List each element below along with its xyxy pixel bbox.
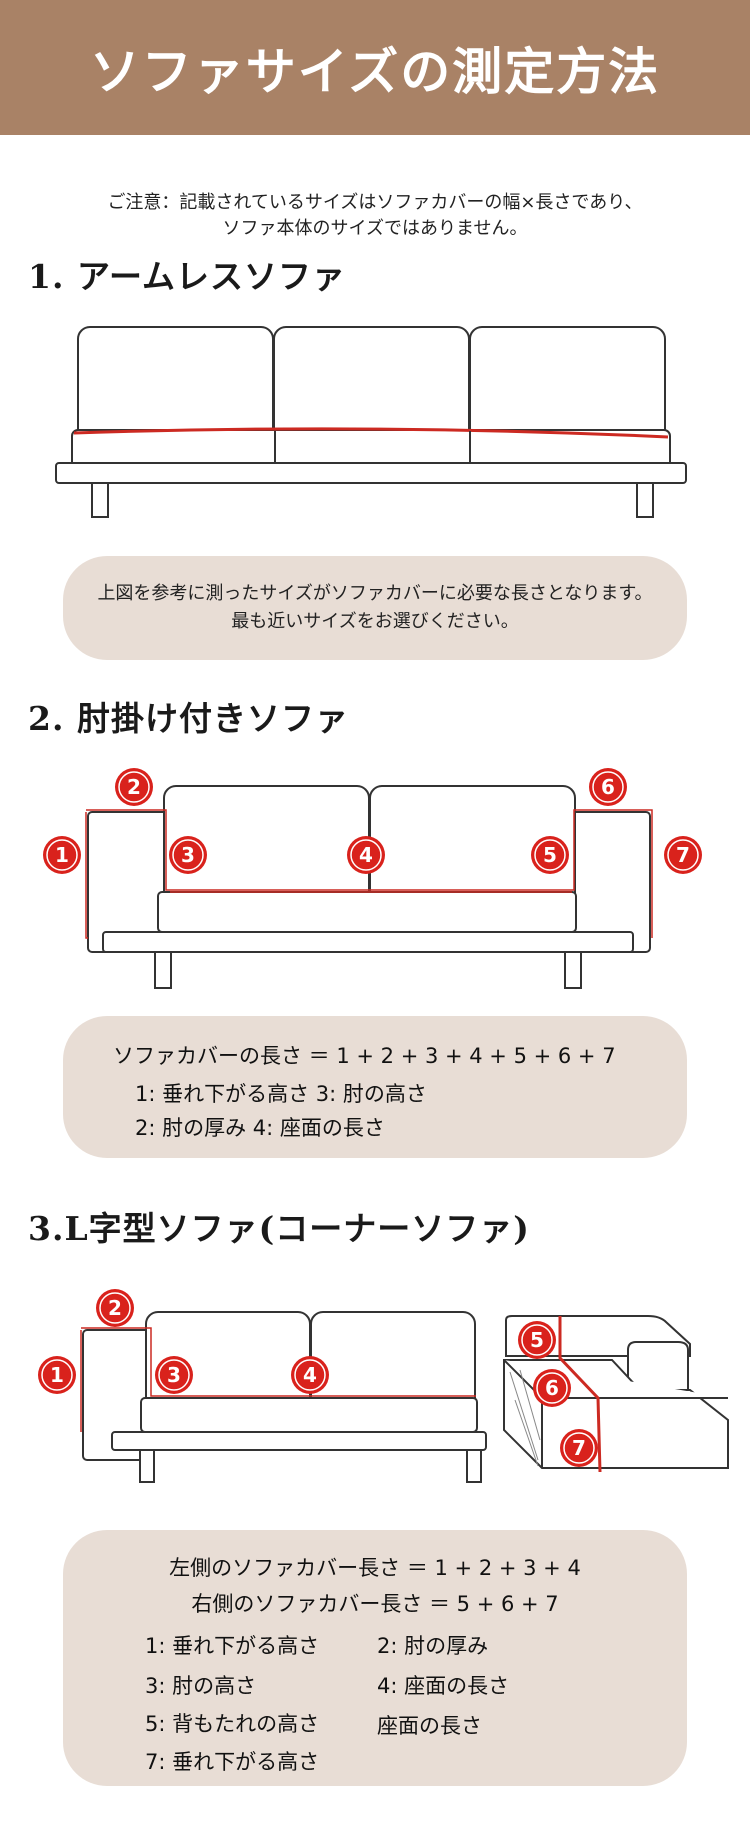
- marker-4-label: 4: [359, 843, 373, 867]
- legend-item: 3: 肘の高さ: [145, 1674, 257, 1698]
- notice-text: ご注意：記載されているサイズはソファカバーの幅×長さであり、 ソファ本体のサイズ…: [0, 190, 750, 242]
- marker-3: 3: [169, 836, 207, 874]
- marker-6-label: 6: [601, 775, 615, 799]
- l-marker-5: 5: [518, 1321, 556, 1359]
- measure-line: [73, 427, 669, 439]
- section1-info-line-1: 上図を参考に測ったサイズがソファカバーに必要な長さとなります。: [97, 583, 653, 604]
- legend-item: 座面の長さ: [377, 1714, 482, 1738]
- page-title: ソファサイズの測定方法: [89, 41, 661, 101]
- measure-markers: 1 2 3 4 5 6 7: [43, 768, 702, 874]
- legend-item: 2: 肘の厚み: [377, 1634, 489, 1658]
- section2-formula: ソファカバーの長さ ＝ 1 + 2 + 3 + 4 + 5 + 6 + 7: [113, 1044, 616, 1068]
- marker-5: 5: [531, 836, 569, 874]
- marker-2-label: 2: [127, 775, 141, 799]
- marker-1-label: 1: [55, 843, 69, 867]
- marker-7: 7: [664, 836, 702, 874]
- arm-sofa-diagram: 1 2 3 4 5 6 7: [43, 768, 702, 989]
- l-marker-6: 6: [533, 1369, 571, 1407]
- marker-3-label: 3: [181, 843, 195, 867]
- legend-item: 1: 垂れ下がる高さ: [145, 1634, 320, 1658]
- l-marker-4: 4: [291, 1356, 329, 1394]
- section3-formula-right: 右側のソファカバー長さ ＝ 5 + 6 + 7: [191, 1592, 559, 1616]
- l-marker-7: 7: [560, 1429, 598, 1467]
- notice-line-1: ご注意：記載されているサイズはソファカバーの幅×長さであり、: [107, 192, 643, 213]
- section3-info-box: 左側のソファカバー長さ ＝ 1 + 2 + 3 + 4 右側のソファカバー長さ …: [63, 1530, 687, 1786]
- section2-legend-row-2: 2: 肘の厚み 4: 座面の長さ: [135, 1116, 385, 1140]
- marker-2: 2: [115, 768, 153, 806]
- l-markers: 1 2 3 4 5 6 7: [38, 1289, 598, 1467]
- marker-7-label: 7: [676, 843, 690, 867]
- section3-formula-left: 左側のソファカバー長さ ＝ 1 + 2 + 3 + 4: [169, 1556, 581, 1580]
- legend-item: 5: 背もたれの高さ: [145, 1712, 320, 1736]
- section2-title: 2. 肘掛け付きソファ: [28, 699, 349, 738]
- notice-line-2: ソファ本体のサイズではありません。: [222, 218, 528, 239]
- l-marker-7-label: 7: [572, 1436, 586, 1460]
- section3-title: 3.L字型ソファ(コーナーソファ): [28, 1209, 530, 1248]
- section2-info-box: ソファカバーの長さ ＝ 1 + 2 + 3 + 4 + 5 + 6 + 7 1:…: [63, 1016, 687, 1158]
- l-shape-sofa-diagram: 1 2 3 4 5 6 7: [38, 1289, 729, 1483]
- section1-title: 1. アームレスソファ: [28, 257, 346, 296]
- section2-legend-row-1: 1: 垂れ下がる高さ 3: 肘の高さ: [135, 1082, 427, 1106]
- marker-1: 1: [43, 836, 81, 874]
- l-marker-1: 1: [38, 1356, 76, 1394]
- marker-6: 6: [589, 768, 627, 806]
- l-marker-2-label: 2: [108, 1296, 122, 1320]
- marker-5-label: 5: [543, 843, 557, 867]
- armless-sofa-diagram: [55, 326, 687, 518]
- legend-item: 7: 垂れ下がる高さ: [145, 1750, 320, 1774]
- l-marker-6-label: 6: [545, 1376, 559, 1400]
- l-marker-2: 2: [96, 1289, 134, 1327]
- header-banner: ソファサイズの測定方法: [0, 0, 750, 135]
- l-marker-4-label: 4: [303, 1363, 317, 1387]
- legend-item: 4: 座面の長さ: [377, 1674, 510, 1698]
- l-marker-3: 3: [155, 1356, 193, 1394]
- marker-4: 4: [347, 836, 385, 874]
- l-marker-1-label: 1: [50, 1363, 64, 1387]
- l-marker-5-label: 5: [530, 1328, 544, 1352]
- section1-info-box: 上図を参考に測ったサイズがソファカバーに必要な長さとなります。 最も近いサイズを…: [63, 556, 687, 660]
- section1-info-line-2: 最も近いサイズをお選びください。: [231, 611, 519, 632]
- l-marker-3-label: 3: [167, 1363, 181, 1387]
